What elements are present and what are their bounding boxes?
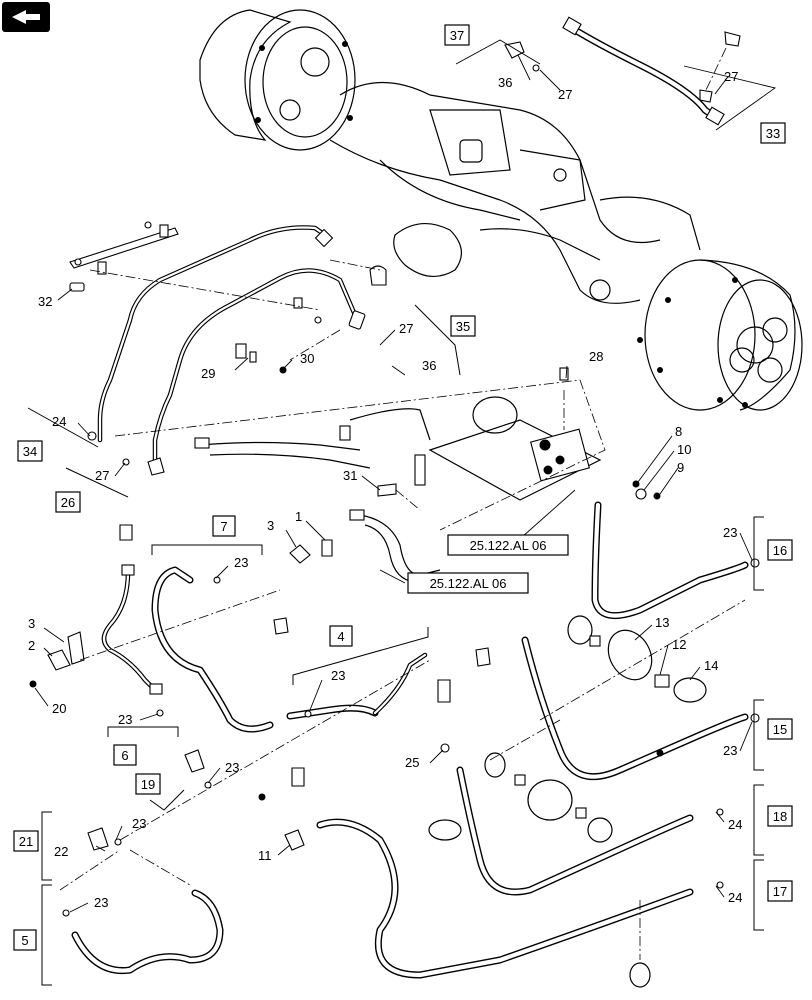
callout-36: 36	[498, 75, 512, 90]
callout-24: 24	[728, 890, 742, 905]
svg-text:5: 5	[21, 933, 28, 948]
callout-28: 28	[589, 349, 603, 364]
boxed-callout-18[interactable]: 18	[767, 805, 793, 827]
callout-32: 32	[38, 294, 52, 309]
callout-27: 27	[95, 468, 109, 483]
svg-text:25.122.AL 06: 25.122.AL 06	[430, 576, 507, 591]
boxed-callout-6[interactable]: 6	[113, 744, 137, 766]
boxed-callout-21[interactable]: 21	[13, 830, 39, 852]
boxed-callout-35[interactable]: 35	[450, 315, 476, 337]
callout-1: 1	[295, 509, 302, 524]
svg-text:33: 33	[766, 126, 780, 141]
boxed-callout-19[interactable]: 19	[135, 773, 161, 795]
valve-assembly	[194, 367, 602, 583]
boxed-callout-34[interactable]: 34	[17, 440, 43, 462]
callout-29: 29	[201, 366, 215, 381]
hose-7	[151, 566, 274, 733]
callout-30: 30	[300, 351, 314, 366]
tube-4	[286, 652, 428, 720]
boxed-callout-26[interactable]: 26	[55, 491, 81, 513]
boxed-callout-16[interactable]: 16	[767, 539, 793, 561]
callout-12: 12	[672, 637, 686, 652]
callout-13: 13	[655, 615, 669, 630]
hose-16	[591, 501, 749, 620]
hose-15	[521, 636, 749, 781]
callout-14: 14	[704, 658, 718, 673]
hose-5	[71, 889, 224, 975]
hose-18	[456, 766, 694, 896]
callout-23: 23	[132, 816, 146, 831]
callout-3: 3	[28, 616, 35, 631]
callout-23: 23	[331, 668, 345, 683]
callout-24: 24	[728, 817, 742, 832]
callout-3: 3	[267, 518, 274, 533]
callout-25: 25	[405, 755, 419, 770]
boxed-callout-17[interactable]: 17	[767, 880, 793, 902]
callout-11: 11	[258, 848, 272, 863]
boxed-callout-37[interactable]: 37	[444, 24, 470, 46]
hose-17	[316, 818, 694, 979]
svg-text:16: 16	[773, 543, 787, 558]
axle-assembly	[199, 9, 803, 411]
callout-23: 23	[94, 895, 108, 910]
callout-36: 36	[422, 358, 436, 373]
callout-numbers: 36 27 27 32 27 36 29 30 28 24 27 31 8 10…	[28, 69, 742, 910]
boxed-callout-5[interactable]: 5	[13, 929, 37, 951]
svg-text:26: 26	[61, 495, 75, 510]
callout-23: 23	[225, 760, 239, 775]
svg-text:35: 35	[456, 319, 470, 334]
tube-assembly-34	[69, 221, 387, 476]
callout-10: 10	[677, 442, 691, 457]
callout-27: 27	[558, 87, 572, 102]
book-arrow-icon[interactable]	[2, 2, 50, 32]
boxed-callout-15[interactable]: 15	[767, 718, 793, 740]
callout-2: 2	[28, 638, 35, 653]
callout-23: 23	[118, 712, 132, 727]
svg-text:37: 37	[450, 28, 464, 43]
hose-33	[504, 16, 741, 126]
svg-text:15: 15	[773, 722, 787, 737]
svg-text:25.122.AL 06: 25.122.AL 06	[470, 538, 547, 553]
tube-6	[101, 524, 163, 695]
svg-text:21: 21	[19, 834, 33, 849]
callout-22: 22	[54, 844, 68, 859]
callout-20: 20	[52, 701, 66, 716]
clamp-parts	[284, 480, 760, 988]
svg-text:4: 4	[337, 629, 344, 644]
svg-text:7: 7	[220, 519, 227, 534]
svg-text:18: 18	[773, 809, 787, 824]
callout-8: 8	[675, 424, 682, 439]
callout-27: 27	[724, 69, 738, 84]
callout-23: 23	[723, 525, 737, 540]
reference-label-2[interactable]: 25.122.AL 06	[407, 572, 529, 594]
svg-text:19: 19	[141, 777, 155, 792]
boxed-callout-4[interactable]: 4	[329, 625, 353, 647]
svg-text:34: 34	[23, 444, 37, 459]
fittings-left	[29, 539, 491, 917]
svg-text:17: 17	[773, 884, 787, 899]
callout-31: 31	[343, 468, 357, 483]
callout-27: 27	[399, 321, 413, 336]
callout-24: 24	[52, 414, 66, 429]
callout-23: 23	[234, 555, 248, 570]
reference-label-1[interactable]: 25.122.AL 06	[447, 534, 569, 556]
callout-9: 9	[677, 460, 684, 475]
boxed-callout-7[interactable]: 7	[212, 515, 236, 537]
svg-text:6: 6	[121, 748, 128, 763]
callout-23: 23	[723, 743, 737, 758]
boxed-callout-33[interactable]: 33	[760, 122, 786, 144]
